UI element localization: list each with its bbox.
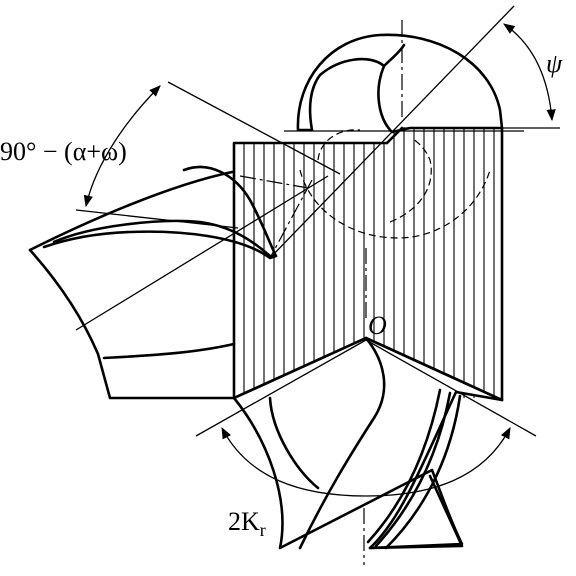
hidden-arc-inner — [389, 137, 432, 223]
side-cutter-axis — [239, 175, 309, 189]
label-top-angle: 90° − (α+ω) — [0, 137, 127, 166]
drill-point-bottom — [195, 336, 537, 550]
hidden-arc-outer — [299, 169, 491, 239]
lip-extension-left — [195, 339, 367, 437]
point-tail — [368, 474, 464, 550]
left-lower-flute — [102, 342, 236, 360]
angle-dimensions — [83, 23, 556, 497]
psi-arc — [503, 23, 556, 122]
point-left-flute — [268, 396, 320, 490]
side-cutter-diagonal — [269, 179, 313, 259]
top-flute-tip — [382, 43, 406, 68]
psi-inclined-line — [269, 5, 515, 259]
top-angle-arc — [83, 85, 161, 208]
drill-cross-section-top — [284, 33, 560, 145]
left-ref-line-c — [75, 175, 329, 331]
point-right-margin-1 — [366, 388, 442, 544]
left-flute-inner — [52, 219, 272, 258]
lip-extension-right — [365, 339, 537, 437]
chisel-edge-curve — [298, 336, 386, 550]
label-2kr-sub: r — [260, 520, 266, 540]
hidden-contours — [299, 129, 491, 239]
drill-body-outline — [232, 126, 504, 402]
left-lower-contour — [28, 248, 236, 400]
label-origin: O — [368, 311, 387, 340]
label-2kr: 2Kr — [228, 507, 266, 540]
hidden-arc-left — [317, 129, 361, 161]
label-psi: ψ — [546, 49, 563, 78]
left-ref-line-a — [75, 209, 239, 229]
point-right-margin-2 — [374, 391, 452, 548]
left-flute-face — [42, 165, 278, 260]
left-ref-line-b — [167, 81, 341, 175]
label-2kr-main: 2K — [228, 507, 260, 536]
bottom-angle-arc — [221, 426, 511, 497]
left-cutter-view — [28, 81, 341, 400]
point-right-margin-3 — [384, 394, 462, 550]
